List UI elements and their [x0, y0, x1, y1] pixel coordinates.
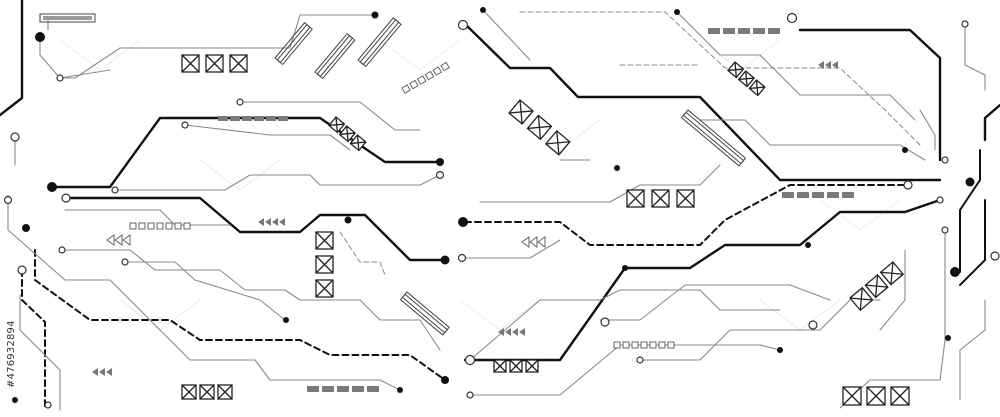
hollow-arrow-chevron-icons: [106, 234, 546, 248]
dashed-bar-icon: [782, 192, 854, 198]
crossed-box-icon: [508, 99, 571, 156]
arrow-chevrons-icon: [818, 61, 838, 69]
small-squares-row-icons: [129, 61, 675, 349]
slot-connector-icon: [357, 17, 402, 68]
crossed-box-icon: [493, 359, 539, 373]
crossed-box-icon: [181, 384, 233, 400]
dark-traces: [0, 0, 1000, 362]
small-slot-block: [39, 13, 96, 23]
crossed-box-icon: [727, 61, 766, 97]
slot-connector-icons: [274, 17, 747, 336]
dark-vertical-traces: [959, 149, 986, 286]
crossed-box-icons: [181, 54, 910, 406]
arrow-chevrons-icon: [498, 328, 525, 336]
crossed-box-icon: [328, 116, 367, 152]
small-squares-row-icon: [129, 222, 191, 230]
filled-nodes: [12, 7, 975, 403]
slot-connector-icon: [399, 291, 450, 336]
slot-connector-icon: [314, 32, 356, 80]
small-squares-row-icon: [401, 61, 450, 94]
slot-connector-icon: [274, 22, 313, 66]
dashed-bar-icon: [708, 28, 780, 34]
vertical-id-text: #476932894: [6, 320, 17, 388]
dark-dashed-traces: [21, 184, 906, 411]
crossed-box-icon: [842, 386, 910, 406]
arrow-chevrons-icon: [106, 234, 131, 246]
dashed-bar-icon: [307, 386, 379, 392]
crossed-box-icon: [849, 261, 905, 312]
arrow-chevrons-icon: [521, 236, 546, 248]
arrow-chevrons-icon: [92, 368, 112, 376]
light-traces: [7, 9, 986, 411]
arrow-chevrons-icon: [258, 218, 285, 226]
dashed-bar-icon: [218, 116, 288, 121]
crossed-box-icon: [626, 189, 695, 208]
slot-connector-icon: [680, 109, 747, 167]
light-dashed-traces: [339, 11, 921, 276]
dashed-bar-icons: [218, 28, 854, 392]
arrow-chevron-icons: [92, 61, 838, 376]
crossed-box-icon: [315, 231, 334, 298]
crossed-box-icon: [181, 54, 248, 73]
hollow-nodes: [3, 12, 1000, 409]
small-squares-row-icon: [613, 341, 675, 349]
